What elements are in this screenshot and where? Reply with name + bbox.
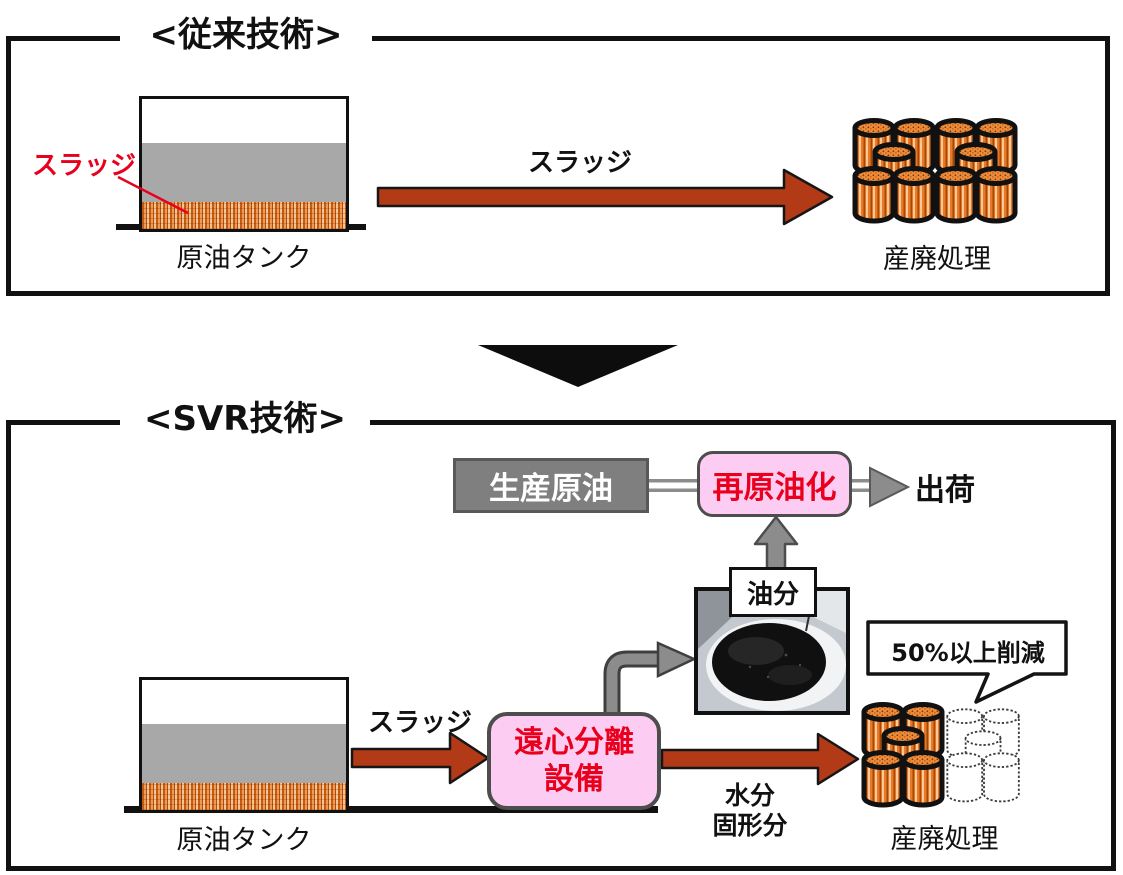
sludge-callout-line xyxy=(117,175,189,215)
pipe-connector-left xyxy=(644,479,700,492)
shipping-label: 出荷 xyxy=(915,473,975,508)
crude-oil-tank-icon-svr xyxy=(139,677,349,813)
oil-sample-photo xyxy=(694,587,850,715)
tank-liquid-layer xyxy=(142,143,346,202)
tank-label: 原油タンク xyxy=(176,243,312,274)
crude-oil-tank-icon xyxy=(139,96,349,232)
sludge-arrow-label-svr: スラッジ xyxy=(367,708,472,738)
sludge-flow-arrow-icon xyxy=(376,168,834,226)
water-solids-arrow-icon xyxy=(660,732,860,786)
production-crude-box: 生産原油 xyxy=(453,458,649,513)
oil-elbow-arrow-icon xyxy=(603,641,698,722)
waste-drums-solid-icon xyxy=(860,702,948,810)
sludge-arrow-label: スラッジ xyxy=(527,148,632,178)
tank-liquid-layer xyxy=(142,724,346,783)
centrifuge-box: 遠心分離 設備 xyxy=(487,712,661,810)
oil-label-tag: 油分 xyxy=(729,567,817,617)
re-crude-box: 再原油化 xyxy=(697,451,852,517)
disposal-label-svr: 産廃処理 xyxy=(890,824,999,855)
gray-arrowhead-icon xyxy=(869,466,910,508)
waste-drums-icon xyxy=(852,117,1020,227)
sludge-flow-arrow-svr-icon xyxy=(350,731,490,785)
reduction-note-label: 50%以上削減 xyxy=(891,639,1045,667)
centrifuge-label-line1: 遠心分離 xyxy=(514,724,634,760)
transition-down-arrow-icon xyxy=(478,345,678,387)
pipe-connector-right xyxy=(847,479,873,492)
waste-drums-dashed-icon xyxy=(944,707,1024,806)
solids-label: 固形分 xyxy=(712,811,788,840)
tank-sludge-layer xyxy=(142,783,346,810)
reduction-speech-bubble xyxy=(866,620,1068,704)
conventional-panel-title: <従来技術> xyxy=(120,13,372,57)
svr-panel-title: <SVR技術> xyxy=(120,397,370,441)
ground-line-svr xyxy=(124,806,658,813)
centrifuge-label-line2: 設備 xyxy=(544,762,604,797)
tank-label-svr: 原油タンク xyxy=(176,825,312,856)
water-label: 水分 xyxy=(724,781,775,810)
disposal-label: 産廃処理 xyxy=(883,244,991,275)
